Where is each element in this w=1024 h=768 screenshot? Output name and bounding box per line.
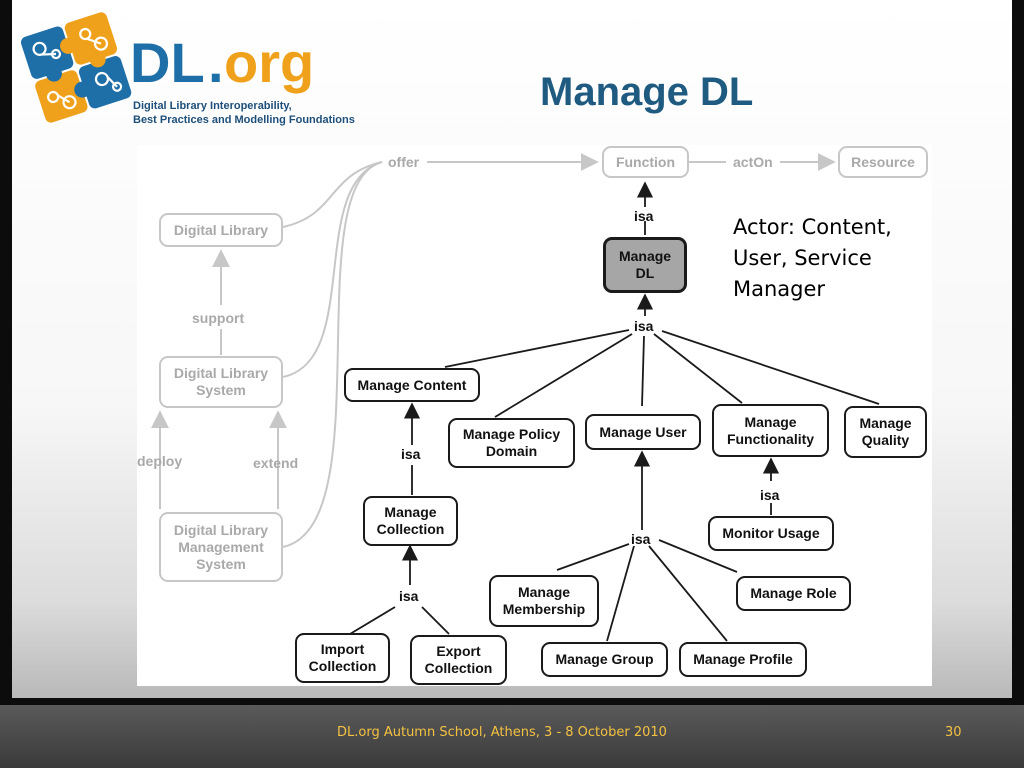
diagram-connectors bbox=[151, 153, 880, 642]
offer-link-dl bbox=[282, 161, 383, 228]
label-extend: extend bbox=[253, 455, 299, 471]
node-resource: Resource bbox=[838, 146, 928, 178]
label-isa-user: isa bbox=[631, 531, 651, 547]
node-manage-functionality: Manage Functionality bbox=[712, 404, 829, 457]
label-offer: offer bbox=[388, 154, 420, 170]
node-manage-content: Manage Content bbox=[344, 368, 480, 402]
node-manage-membership: Manage Membership bbox=[489, 575, 599, 627]
footer-bar bbox=[0, 705, 1024, 768]
node-manage-profile: Manage Profile bbox=[679, 642, 807, 677]
node-function: Function bbox=[602, 146, 689, 178]
label-support: support bbox=[192, 310, 245, 326]
offer-link-dls bbox=[282, 161, 383, 378]
reference-model-diagram: Digital Library Digital Library System D… bbox=[137, 145, 932, 686]
footer-text: DL.org Autumn School, Athens, 3 - 8 Octo… bbox=[337, 725, 667, 740]
label-deploy: deploy bbox=[137, 453, 183, 469]
node-manage-user: Manage User bbox=[585, 414, 701, 450]
logo-dot-text: . bbox=[208, 31, 224, 94]
label-acton: actOn bbox=[733, 154, 773, 170]
logo-dl-text: DL bbox=[130, 31, 205, 94]
node-manage-role: Manage Role bbox=[736, 576, 851, 611]
node-manage-quality: Manage Quality bbox=[844, 406, 927, 458]
node-manage-group: Manage Group bbox=[541, 642, 668, 677]
node-monitor-usage: Monitor Usage bbox=[708, 516, 834, 551]
label-isa-manage-dl: isa bbox=[634, 318, 654, 334]
node-import-collection: Import Collection bbox=[295, 633, 390, 683]
page-number: 30 bbox=[945, 725, 962, 740]
logo-tagline-line2: Best Practices and Modelling Foundations bbox=[133, 114, 355, 126]
node-manage-dl: Manage DL bbox=[603, 237, 687, 293]
node-manage-collection: Manage Collection bbox=[363, 496, 458, 546]
logo-org-text: org bbox=[224, 31, 315, 94]
dlorg-logo: DL . org Digital Library Interoperabilit… bbox=[18, 8, 355, 138]
node-export-collection: Export Collection bbox=[410, 635, 507, 685]
label-isa-collection: isa bbox=[399, 588, 419, 604]
node-dl-system: Digital Library System bbox=[159, 356, 283, 408]
label-isa-function: isa bbox=[634, 208, 654, 224]
logo-tagline-line1: Digital Library Interoperability, bbox=[133, 100, 292, 112]
label-isa-functionality: isa bbox=[760, 487, 780, 503]
node-digital-library: Digital Library bbox=[159, 213, 283, 247]
actor-note: Actor: Content, User, Service Manager bbox=[733, 215, 892, 301]
puzzle-logo-icon bbox=[20, 12, 132, 123]
node-dl-management-system: Digital Library Management System bbox=[159, 512, 283, 582]
label-isa-content: isa bbox=[401, 446, 421, 462]
node-manage-policy-domain: Manage Policy Domain bbox=[448, 418, 575, 468]
slide-title: Manage DL bbox=[540, 70, 754, 114]
offer-link-dlms bbox=[282, 161, 383, 548]
